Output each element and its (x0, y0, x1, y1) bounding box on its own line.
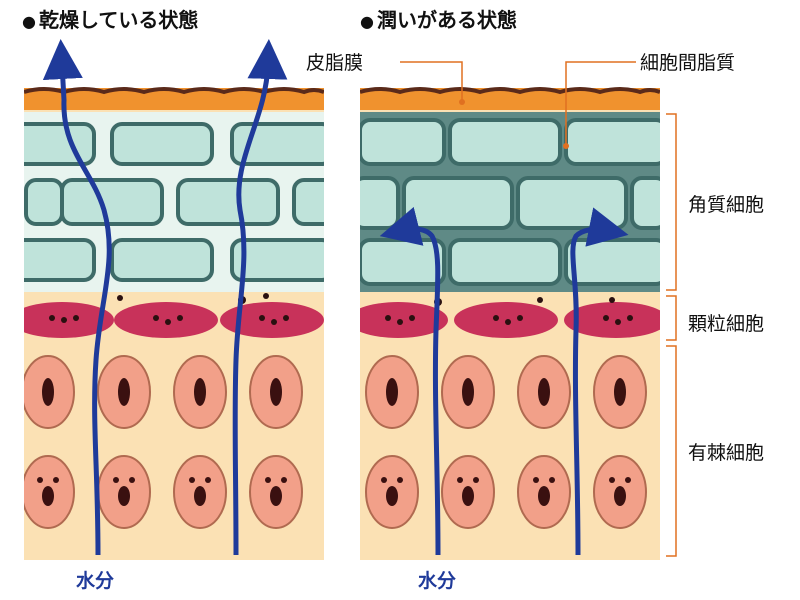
left-sebum-film (24, 88, 324, 110)
left-sebum-edge (24, 87, 324, 95)
label-granular-cells: 顆粒細胞 (688, 313, 765, 335)
left-spinous-cells (24, 355, 303, 529)
left-title-text: 乾燥している状態 (38, 8, 199, 32)
label-stratum-corneum: 角質細胞 (688, 194, 765, 216)
label-spinous-cells: 有棘細胞 (688, 442, 765, 464)
bullet-dot-icon: ● (360, 12, 374, 31)
label-sebum-film: 皮脂膜 (306, 52, 364, 74)
right-sebum-edge (360, 87, 660, 95)
right-spinous-cells (365, 355, 647, 529)
right-granular-cells (360, 297, 660, 338)
layer-brackets (666, 113, 677, 557)
right-sebum-film (360, 88, 660, 110)
left-panel-title: ●乾燥している状態 (22, 4, 198, 33)
right-water-arrow-1 (379, 206, 441, 556)
left-horny-cells (24, 122, 324, 282)
right-title-text: 潤いがある状態 (376, 8, 517, 32)
left-water-label: 水分 (76, 570, 115, 592)
left-water-arrow-2 (232, 39, 288, 556)
right-horny-cells (360, 118, 660, 286)
right-panel-title: ●潤いがある状態 (360, 4, 517, 33)
left-water-arrow-1 (42, 39, 112, 556)
left-skin-section (24, 87, 324, 560)
right-skin-section (360, 87, 660, 560)
callout-leaders (400, 61, 636, 149)
right-water-label: 水分 (418, 570, 457, 592)
bullet-dot-icon: ● (22, 12, 36, 31)
left-granular-cells (24, 293, 324, 338)
right-water-arrow-2 (570, 207, 629, 556)
label-intercellular-lipid: 細胞間脂質 (640, 52, 736, 74)
